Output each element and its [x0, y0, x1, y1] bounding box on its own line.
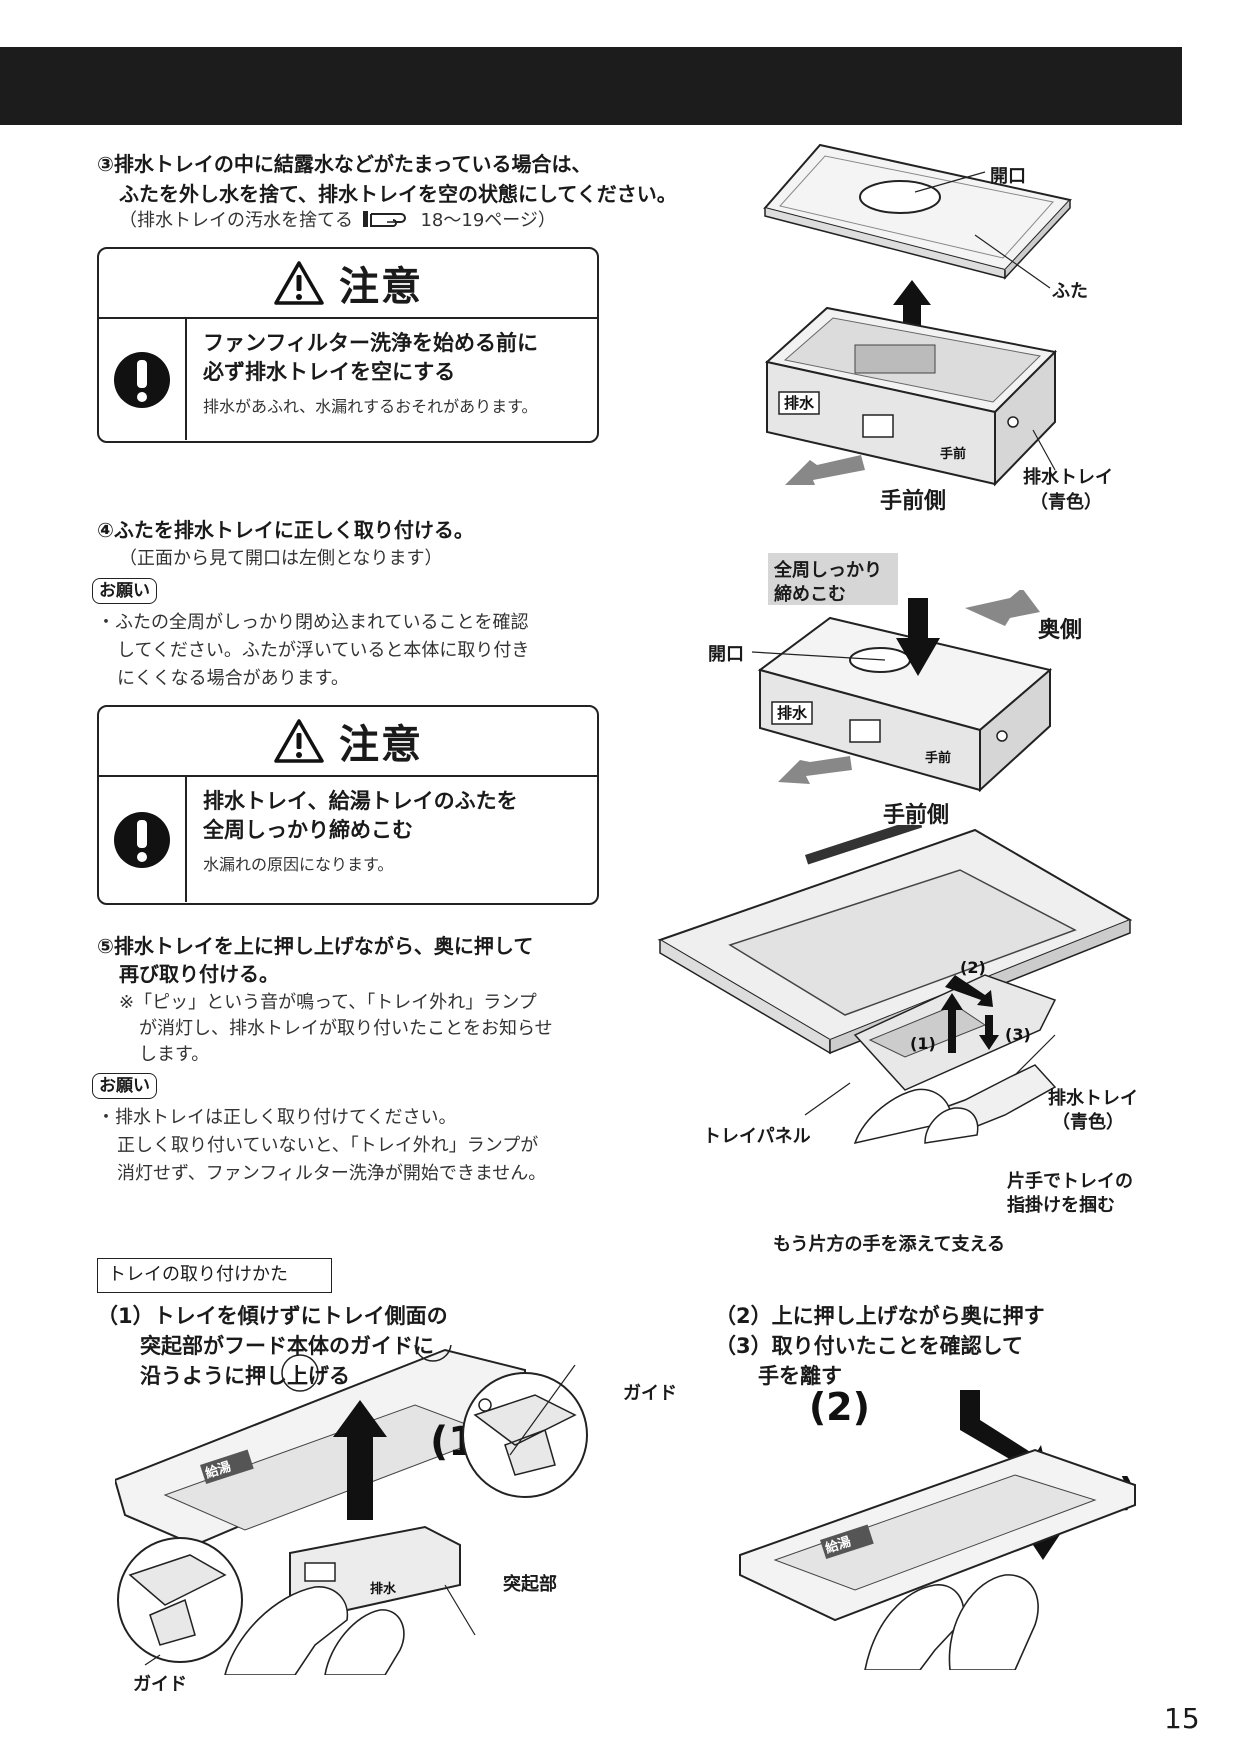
onegai-badge-2: お願い — [92, 1073, 157, 1099]
caution-main-line1: 排水トレイ、給湯トレイのふたを — [203, 789, 518, 813]
onegai2-line3: 消灯せず、ファンフィルター洗浄が開始できません。 — [117, 1163, 547, 1184]
figure-push-back: (2) (3) 給湯 — [739, 1385, 1136, 1670]
figure-push-up: 給湯 (1) 排水 — [115, 1345, 588, 1675]
fig1-lid-label: ふた — [1052, 281, 1088, 302]
howto-step1-line1: （1）トレイを傾けずにトレイ側面の — [97, 1304, 448, 1328]
step3-line1: ③排水トレイの中に結露水などがたまっている場合は、 — [97, 152, 592, 176]
onegai1-line1: ・ふたの全周がしっかり閉め込まれていることを確認 — [97, 612, 529, 633]
fig2-callout-bg — [768, 553, 898, 605]
caution-main-line2: 必ず排水トレイを空にする — [203, 360, 456, 384]
fig3-n2: (2) — [960, 958, 986, 977]
step5-note3: します。 — [139, 1044, 210, 1065]
fig2-front-side: 手前側 — [883, 803, 950, 828]
fig3-grip-line2: 指掛けを掴む — [1007, 1195, 1115, 1216]
step5-note1: ※「ピッ」という音が鳴って、「トレイ外れ」ランプ — [119, 992, 537, 1013]
howto-step1-line2: 突起部がフード本体のガイドに — [140, 1334, 434, 1358]
caution-header: 注意 — [99, 707, 597, 777]
fig5-n2: (2) — [809, 1385, 870, 1429]
fig3-n1: (1) — [910, 1034, 936, 1053]
fig3-tray-color: （青色） — [1052, 1112, 1124, 1133]
onegai2-line1: ・排水トレイは正しく取り付けてください。 — [97, 1107, 457, 1128]
figure-lid-removal: 排水 手前 — [763, 143, 1072, 487]
howto-step3-line1: （3）取り付いたことを確認して — [715, 1334, 1023, 1358]
fig5-stamp: 給湯 — [823, 1534, 853, 1557]
step3-ref-pages: 18〜19ページ） — [420, 210, 556, 231]
step3-reference: （排水トレイの汚水を捨てる 18〜19ページ） — [119, 208, 556, 234]
fig3-grip-line1: 片手でトレイの — [1007, 1171, 1133, 1192]
tray-stamp: 排水 — [784, 394, 815, 412]
onegai1-line3: にくくなる場合があります。 — [117, 668, 349, 689]
howto-section-label: トレイの取り付けかた — [97, 1258, 332, 1293]
tray-stamp: 排水 — [777, 704, 808, 722]
howto-step2: （2）上に押し上げながら奥に押す — [715, 1304, 1045, 1328]
fig3-tray-panel: トレイパネル — [703, 1126, 811, 1147]
exclamation-mandatory-icon — [114, 351, 170, 408]
fig2-callout-line1: 全周しっかり — [774, 560, 882, 581]
fig1-tray-label: 排水トレイ — [1023, 467, 1113, 488]
figure-lid-press: 排水 手前 — [751, 590, 1053, 793]
fig1-front-side: 手前側 — [880, 489, 947, 514]
front-stamp: 手前 — [925, 750, 951, 766]
exclamation-mandatory-icon — [114, 811, 170, 868]
warning-triangle-icon — [274, 261, 324, 305]
pointing-hand-icon — [362, 211, 406, 227]
fig1-opening-label: 開口 — [990, 166, 1026, 187]
howto-step3-line2: 手を離す — [758, 1364, 842, 1388]
fig4-guide-bottom: ガイド — [133, 1674, 187, 1695]
header-bar — [0, 47, 1182, 125]
caution-title: 注意 — [339, 722, 423, 768]
step3-line2: ふたを外し水を捨て、排水トレイを空の状態にしてください。 — [119, 182, 677, 206]
fig4-protrusion: 突起部 — [503, 1574, 557, 1595]
fig3-n3: (3) — [1005, 1025, 1031, 1044]
step5-note2: が消灯し、排水トレイが取り付いたことをお知らせ — [139, 1018, 553, 1039]
warning-triangle-icon — [274, 719, 324, 763]
caution-detail: 水漏れの原因になります。 — [203, 855, 394, 874]
fig3-tray-label: 排水トレイ — [1048, 1088, 1138, 1109]
caution-detail: 排水があふれ、水漏れするおそれがあります。 — [203, 397, 538, 416]
fig4-guide-top: ガイド — [623, 1383, 677, 1404]
fig1-tray-color: （青色） — [1030, 492, 1102, 513]
fig4-stamp2: 排水 — [370, 1581, 397, 1597]
onegai2-line2: 正しく取り付いていないと、「トレイ外れ」ランプが — [117, 1135, 539, 1156]
fig2-callout-line2: 締めこむ — [774, 584, 846, 605]
step5-line2: 再び取り付ける。 — [119, 962, 279, 986]
step5-line1: ⑤排水トレイを上に押し上げながら、奥に押して — [97, 934, 534, 958]
onegai-badge-1: お願い — [92, 578, 157, 604]
step3-ref-text: （排水トレイの汚水を捨てる — [119, 210, 353, 231]
caution-box-1: 注意 ファンフィルター洗浄を始める前に 必ず排水トレイを空にする 排水があふれ、… — [97, 247, 599, 443]
step4-sub: （正面から見て開口は左側となります） — [119, 548, 443, 569]
step4-line1: ④ふたを排水トレイに正しく取り付ける。 — [97, 518, 474, 542]
figure-hood-install: (1) (2) (3) — [657, 825, 1133, 1145]
caution-icon-cell — [99, 777, 187, 902]
caution-title: 注意 — [339, 264, 423, 310]
caution-icon-cell — [99, 319, 187, 440]
caution-main-line1: ファンフィルター洗浄を始める前に — [203, 331, 538, 355]
fig2-back-side: 奥側 — [1038, 618, 1083, 643]
page-number: 15 — [1164, 1702, 1200, 1735]
fig4-stamp1: 給湯 — [203, 1459, 233, 1482]
fig2-opening-label: 開口 — [708, 644, 744, 665]
fig3-support-label: もう片方の手を添えて支える — [773, 1234, 1006, 1255]
onegai1-line2: してください。ふたが浮いていると本体に取り付き — [117, 640, 530, 661]
caution-header: 注意 — [99, 249, 597, 319]
caution-box-2: 注意 排水トレイ、給湯トレイのふたを 全周しっかり締めこむ 水漏れの原因になりま… — [97, 705, 599, 905]
front-stamp: 手前 — [940, 446, 966, 462]
caution-main-line2: 全周しっかり締めこむ — [203, 818, 413, 842]
